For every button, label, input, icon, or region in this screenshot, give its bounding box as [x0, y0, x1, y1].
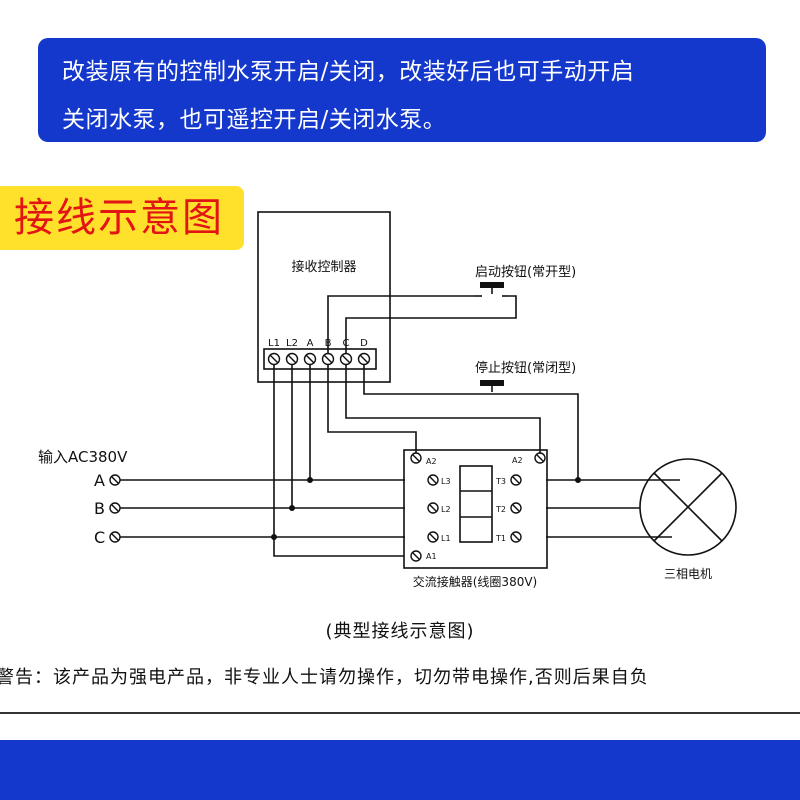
contactor-t1: T1	[495, 534, 506, 543]
wire-stop-left	[363, 360, 476, 395]
banner-line-2: 关闭水泵，也可遥控开启/关闭水泵。	[62, 107, 447, 133]
terminal-label-l2: L2	[286, 338, 298, 349]
terminal-strip	[263, 348, 377, 370]
footer-bar	[0, 740, 800, 800]
contactor-t3: T3	[495, 477, 506, 486]
divider	[0, 712, 800, 714]
start-button-label: 启动按钮(常开型)	[475, 265, 576, 280]
stop-button-icon	[476, 380, 508, 395]
receiver-terminal-screws	[267, 352, 371, 366]
contactor-l3: L3	[441, 477, 451, 486]
terminal-label-b: B	[325, 338, 332, 349]
phase-label-b: B	[94, 499, 105, 518]
input-phase-terminals	[109, 474, 121, 543]
banner-line-1: 改装原有的控制水泵开启/关闭，改装好后也可手动开启	[62, 59, 635, 85]
junction-dots	[271, 477, 581, 540]
wire-stop-right	[508, 393, 579, 480]
stop-button-label: 停止按钮(常闭型)	[475, 360, 576, 376]
contactor-a1: A1	[426, 552, 437, 561]
terminal-label-c: C	[343, 338, 350, 349]
section-title: 接线示意图	[0, 186, 244, 250]
motor-label: 三相电机	[664, 567, 712, 581]
phase-label-a: A	[94, 471, 105, 490]
input-label: 输入AC380V	[38, 448, 128, 466]
contactor-a2-left: A2	[426, 457, 437, 466]
contactor-label: 交流接触器(线圈380V)	[413, 574, 537, 589]
receiver-controller-box	[257, 211, 391, 383]
terminal-label-d: D	[360, 338, 368, 349]
contactor-box	[403, 449, 548, 569]
info-banner: 改装原有的控制水泵开启/关闭，改装好后也可手动开启 关闭水泵，也可遥控开启/关闭…	[38, 38, 766, 142]
diagram-caption: (典型接线示意图)	[325, 621, 475, 642]
terminal-label-a: A	[307, 338, 314, 349]
contactor-contacts	[459, 465, 493, 543]
warning-text: 警告：该产品为强电产品，非专业人士请勿操作，切勿带电操作,否则后果自负	[0, 667, 649, 688]
contactor-terminal-screws	[410, 452, 546, 562]
contactor-l1: L1	[441, 534, 451, 543]
terminal-label-l1: L1	[268, 338, 280, 349]
contactor-l2: L2	[441, 505, 451, 514]
phase-label-c: C	[94, 528, 105, 547]
contactor-t2: T2	[495, 505, 506, 514]
contactor-a2-right: A2	[512, 456, 523, 465]
motor-icon	[639, 458, 737, 556]
wire-coil-a1	[273, 537, 404, 557]
wire-coil-a2	[345, 360, 541, 456]
start-button-icon	[474, 282, 508, 297]
receiver-label: 接收控制器	[291, 259, 356, 275]
wire-start-left	[327, 295, 474, 360]
wire-b-coil	[327, 360, 417, 456]
wire-start-right	[345, 295, 517, 360]
